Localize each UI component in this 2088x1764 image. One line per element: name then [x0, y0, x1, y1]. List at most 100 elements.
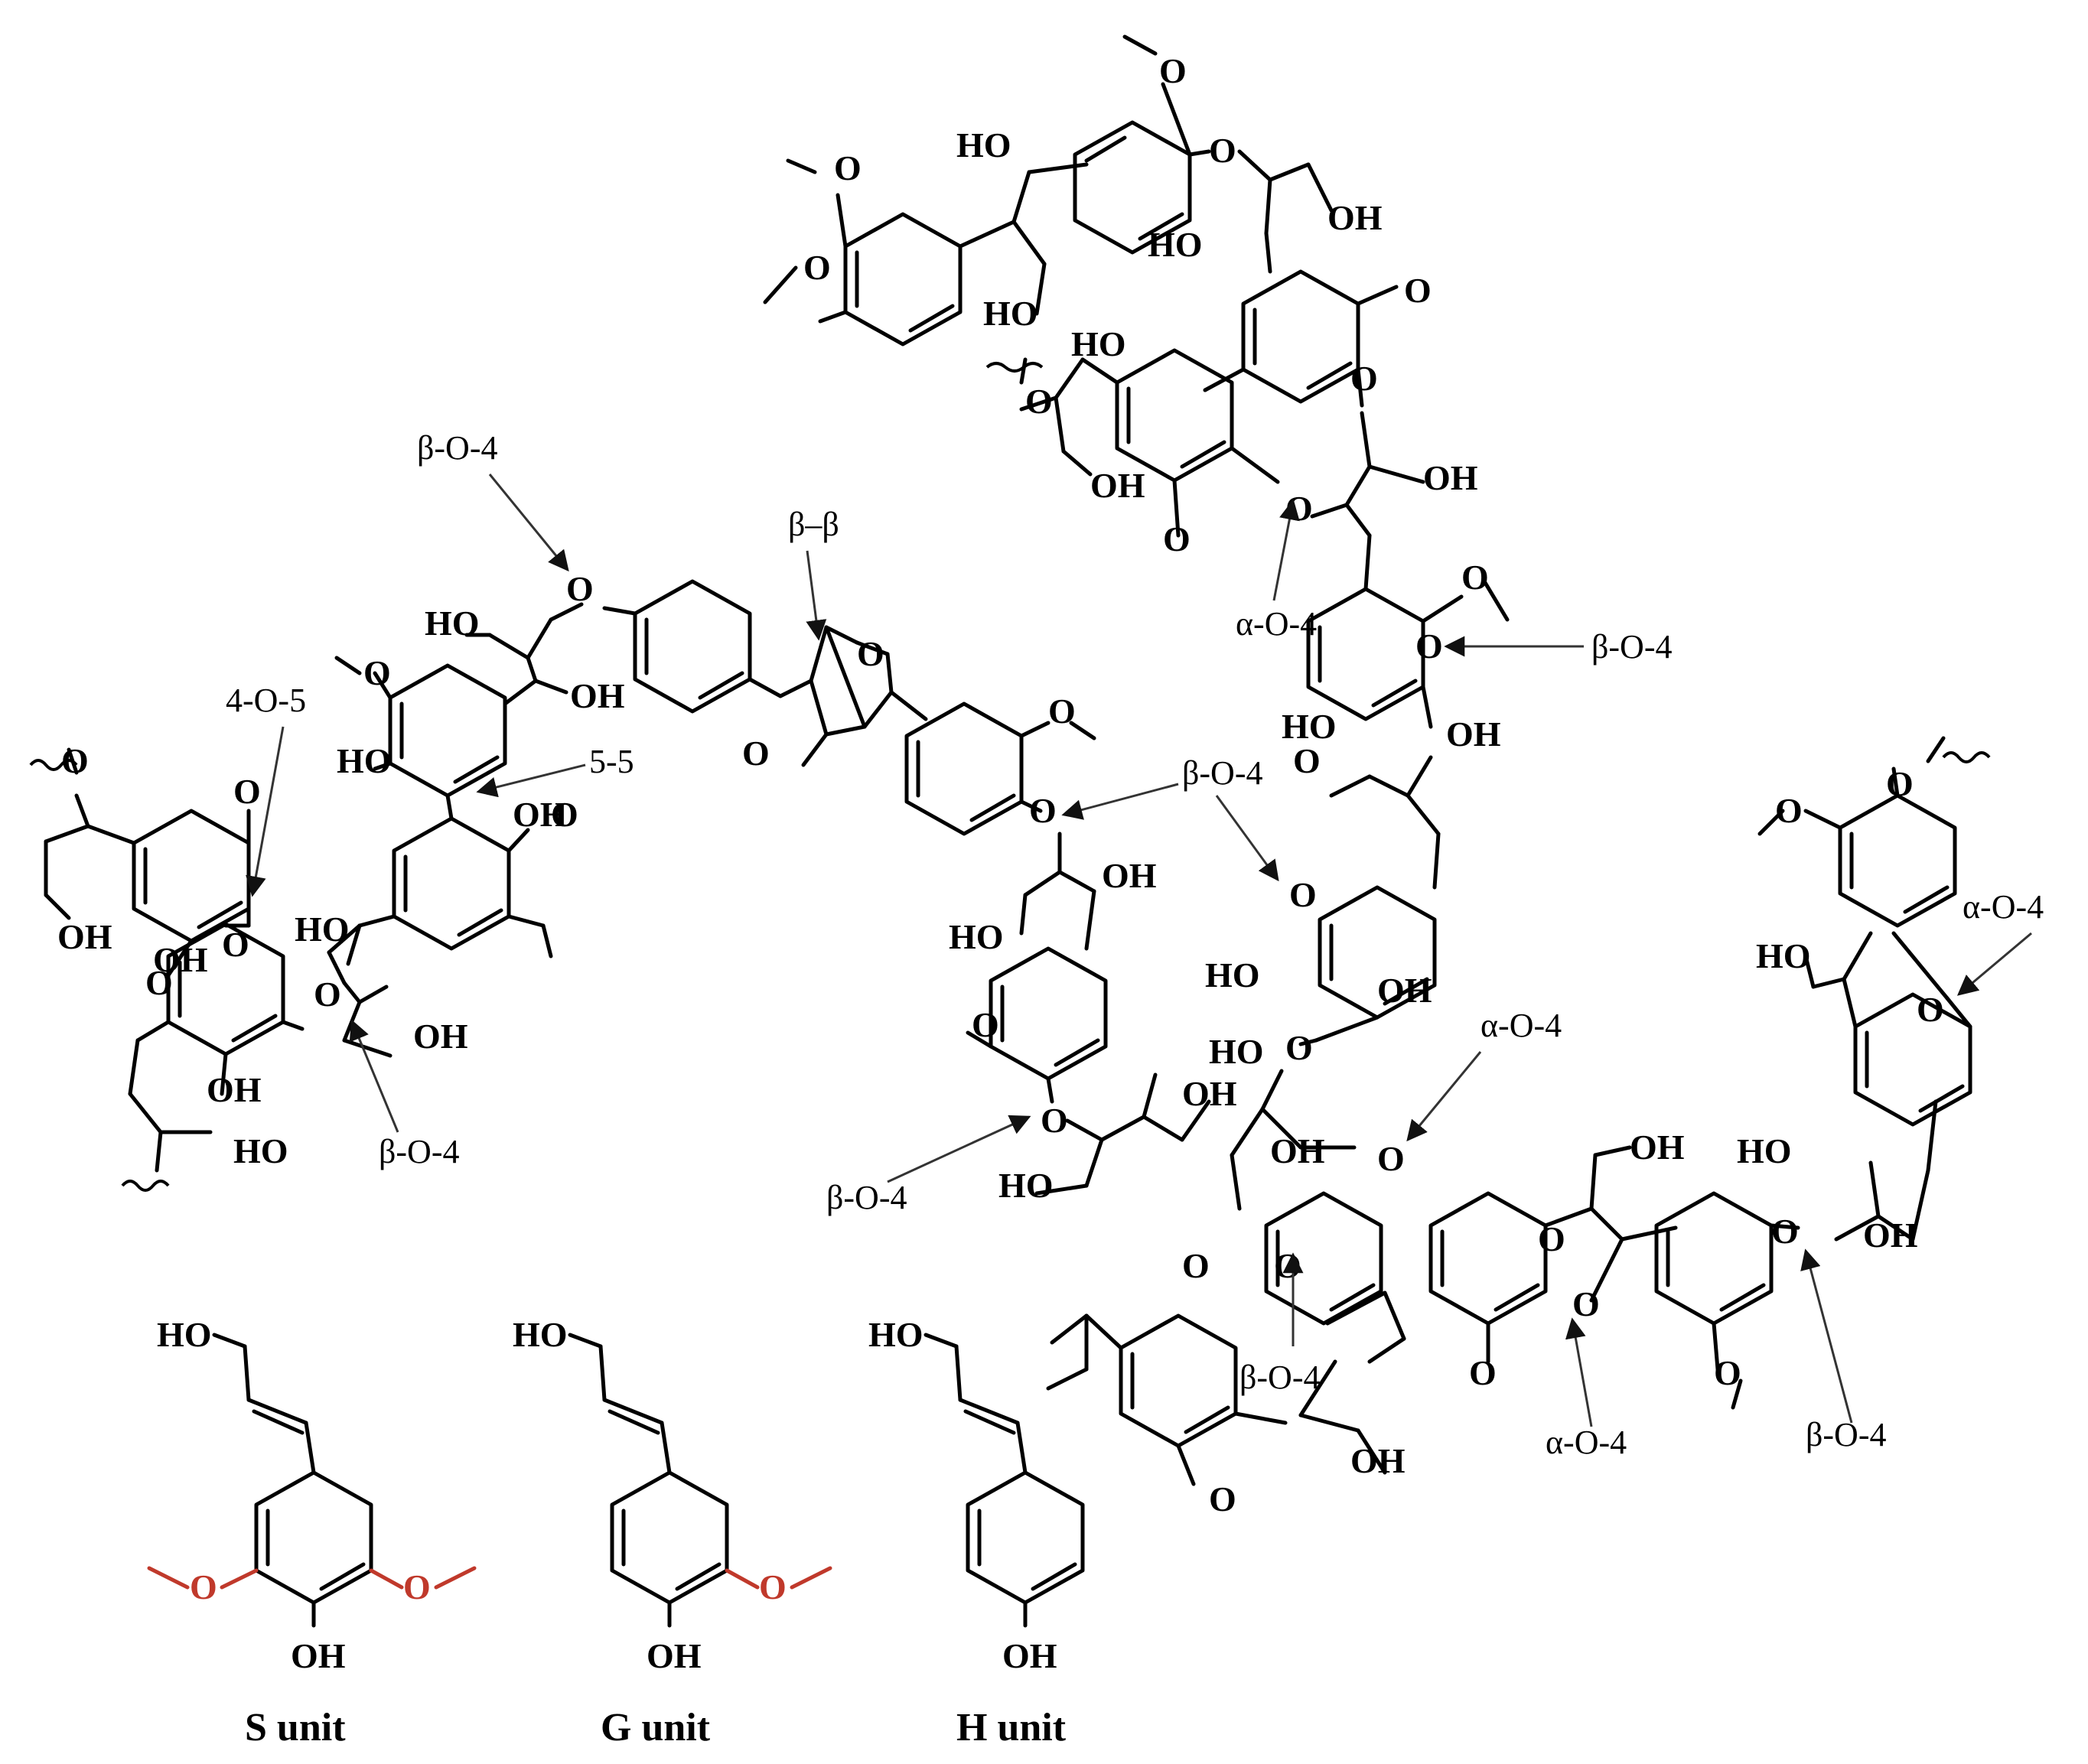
- atom-o: O: [1350, 359, 1378, 398]
- ring-k: [1853, 992, 1972, 1127]
- ring-s: [132, 809, 251, 943]
- atom-ho: HO: [998, 1166, 1054, 1205]
- atom-o: O: [1572, 1284, 1600, 1323]
- atom-ho: HO: [295, 910, 350, 949]
- s-unit-label: S unit: [245, 1706, 346, 1749]
- h-unit-label: H unit: [956, 1706, 1067, 1749]
- left-cluster: [29, 602, 584, 1192]
- atom-o: O: [834, 148, 862, 187]
- atom-o: O: [190, 1567, 217, 1606]
- atom-o: O: [803, 248, 831, 287]
- label-beta-o-4: β-O-4: [379, 1133, 459, 1170]
- atom-o: O: [1029, 791, 1057, 830]
- label-alpha-o-4: α-O-4: [1480, 1007, 1562, 1044]
- atom-ho: HO: [956, 125, 1011, 164]
- atom-oh: OH: [1270, 1131, 1325, 1170]
- atom-ho: HO: [868, 1315, 923, 1354]
- ring-o: [989, 946, 1108, 1081]
- atom-o: O: [1025, 382, 1053, 421]
- ring-i: [1428, 1191, 1548, 1326]
- atom-ho: HO: [425, 604, 480, 643]
- atom-o: O: [1377, 1139, 1405, 1178]
- atom-o: O: [1182, 1246, 1210, 1285]
- atom-ho: HO: [1756, 936, 1811, 975]
- atom-o: O: [1415, 627, 1443, 666]
- atom-o: O: [1289, 875, 1317, 914]
- atom-oh: OH: [153, 940, 208, 979]
- atom-oh: OH: [647, 1636, 702, 1675]
- label-alpha-o-4: α-O-4: [1546, 1424, 1627, 1461]
- s-unit-structure: HO O O OH S unit: [147, 1315, 477, 1749]
- g-unit-structure: HO O OH G unit: [513, 1315, 832, 1749]
- label-beta-o-4: β-O-4: [1591, 628, 1672, 666]
- atom-oh: OH: [413, 1017, 468, 1056]
- atom-oh: OH: [1423, 458, 1478, 497]
- atom-oh: OH: [1350, 1441, 1406, 1480]
- h-unit-structure: HO OH H unit: [868, 1315, 1085, 1749]
- atom-oh: OH: [1182, 1074, 1237, 1113]
- atom-ho: HO: [233, 1131, 288, 1170]
- label-alpha-o-4: α-O-4: [1963, 888, 2044, 926]
- atom-oh: OH: [207, 1070, 262, 1109]
- atom-ho: HO: [1737, 1131, 1792, 1170]
- atom-o: O: [145, 963, 173, 1002]
- atom-o: O: [222, 925, 249, 964]
- atom-oh: OH: [57, 917, 112, 956]
- atom-o: O: [1538, 1219, 1565, 1258]
- middle-left-cluster: [602, 579, 1211, 1196]
- atom-oh: OH: [1863, 1216, 1918, 1255]
- g-unit-label: G unit: [601, 1706, 711, 1749]
- ring-a: [843, 212, 963, 347]
- atom-o: O: [314, 975, 341, 1014]
- atom-o: O: [759, 1567, 787, 1606]
- atom-oh: OH: [1630, 1128, 1685, 1167]
- atom-oh: OH: [1090, 466, 1145, 505]
- atom-oh: OH: [1377, 971, 1432, 1010]
- atom-o: O: [857, 634, 884, 673]
- atom-o: O: [1285, 1028, 1313, 1067]
- atom-o: O: [1461, 558, 1489, 597]
- label-beta-o-4: β-O-4: [417, 429, 497, 467]
- atom-ho: HO: [983, 294, 1038, 333]
- atom-o: O: [1404, 271, 1432, 310]
- label-beta-o-4: β-O-4: [1182, 754, 1262, 792]
- label-4-o-5: 4-O-5: [226, 682, 306, 719]
- atom-labels: O O O HO HO O OH HO O O OH HO O OH O O O…: [57, 51, 1944, 1518]
- atom-o: O: [1209, 1479, 1236, 1518]
- label-alpha-o-4: α-O-4: [1236, 605, 1317, 643]
- label-beta-o-4: β-O-4: [826, 1179, 907, 1216]
- atom-o: O: [1163, 519, 1191, 558]
- atom-o: O: [1886, 764, 1914, 803]
- atom-oh: OH: [513, 795, 568, 834]
- atom-ho: HO: [1209, 1032, 1264, 1071]
- ring-j: [1654, 1191, 1774, 1326]
- atom-o: O: [363, 653, 391, 692]
- atom-oh: OH: [1102, 856, 1157, 895]
- atom-ho: HO: [1148, 225, 1203, 264]
- label-5-5: 5-5: [589, 743, 634, 780]
- atom-ho: HO: [513, 1315, 568, 1354]
- atom-o: O: [1917, 990, 1944, 1029]
- ring-e: [1306, 587, 1425, 721]
- atom-ho: HO: [1071, 324, 1126, 363]
- atom-ho: HO: [157, 1315, 212, 1354]
- atom-oh: OH: [1327, 198, 1383, 237]
- atom-o: O: [1771, 1212, 1799, 1251]
- ring-l: [1838, 793, 1957, 928]
- atom-o: O: [233, 772, 261, 811]
- atom-o: O: [566, 569, 594, 608]
- atom-oh: OH: [1446, 714, 1501, 753]
- label-beta-o-4: β-O-4: [1239, 1359, 1320, 1396]
- atom-o: O: [61, 741, 89, 780]
- ring-m: [633, 579, 752, 714]
- atom-o: O: [1274, 1246, 1301, 1285]
- atom-o: O: [742, 734, 770, 773]
- atom-oh: OH: [291, 1636, 346, 1675]
- atom-o: O: [1159, 51, 1187, 90]
- central-cluster: [1046, 736, 1991, 1486]
- ring-n: [904, 701, 1024, 836]
- linkage-annotations: β-O-4 β–β 4-O-5 5-5 β-O-4 β-O-4 β-O-4 α-…: [226, 429, 2044, 1461]
- ring-c: [1241, 269, 1360, 404]
- atom-o: O: [1469, 1353, 1497, 1392]
